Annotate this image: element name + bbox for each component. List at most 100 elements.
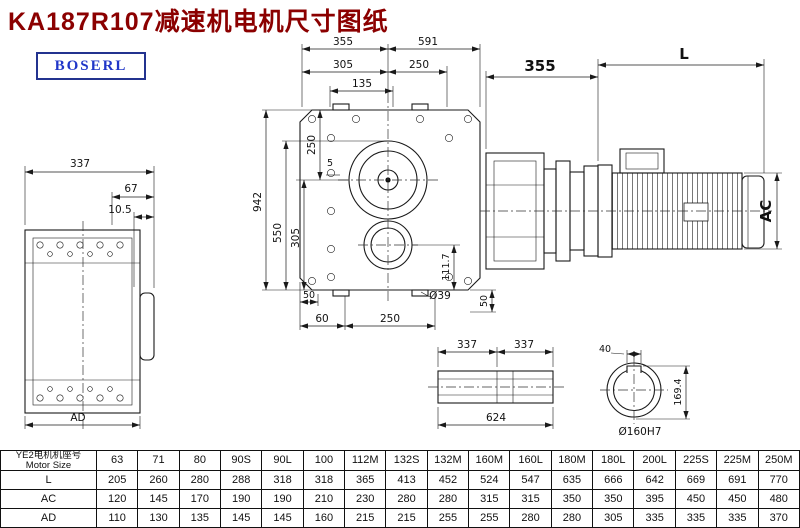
dim-main-305-left: 305 <box>290 228 302 248</box>
dim-value-cell: 642 <box>633 470 676 490</box>
dim-shaft-337-b: 337 <box>514 339 534 351</box>
dim-value-cell: 280 <box>550 508 594 528</box>
motor-size-column: 71 <box>137 450 180 471</box>
boserl-logo-text: BOSERL <box>54 57 128 74</box>
dim-right-355: 355 <box>524 57 555 75</box>
left-view: 337 67 10.5 AD <box>24 158 155 431</box>
motor-size-column: 132M <box>426 450 470 471</box>
motor-size-column: 112M <box>344 450 387 471</box>
dim-main-250-left: 250 <box>306 135 318 155</box>
dim-value-cell: 280 <box>385 489 428 509</box>
dim-value-cell: 350 <box>592 489 635 509</box>
motor-size-column: 180L <box>592 450 635 471</box>
dim-main-5: 5 <box>327 158 333 169</box>
right-side-view: 355 L AC <box>480 45 782 270</box>
motor-size-column: 90S <box>220 450 263 471</box>
dim-value-cell: 205 <box>95 470 139 490</box>
dim-main-135: 135 <box>352 78 372 90</box>
dim-main-591: 591 <box>418 36 438 48</box>
dim-value-cell: 260 <box>137 470 180 490</box>
dim-value-cell: 547 <box>509 470 552 490</box>
motor-size-column: 160L <box>509 450 552 471</box>
dim-left-ad: AD <box>70 412 85 424</box>
dim-value-cell: 280 <box>178 470 222 490</box>
dim-value-cell: 280 <box>509 508 552 528</box>
dim-value-cell: 350 <box>550 489 594 509</box>
motor-size-column: 180M <box>550 450 594 471</box>
dim-value-cell: 395 <box>633 489 676 509</box>
dim-value-cell: 255 <box>426 508 470 528</box>
dim-value-cell: 210 <box>302 489 346 509</box>
dim-value-cell: 305 <box>592 508 635 528</box>
dim-row-label: AD <box>0 508 97 528</box>
dim-value-cell: 190 <box>261 489 304 509</box>
dim-right-ac: AC <box>757 200 775 223</box>
dim-value-cell: 145 <box>261 508 304 528</box>
motor-size-column: 225M <box>716 450 759 471</box>
dim-shaft-624: 624 <box>486 412 506 424</box>
dim-value-cell: 335 <box>633 508 676 528</box>
dim-main-250-bottom: 250 <box>380 313 400 325</box>
dim-value-cell: 280 <box>426 489 470 509</box>
dim-value-cell: 145 <box>137 489 180 509</box>
dim-value-cell: 318 <box>261 470 304 490</box>
dim-main-942: 942 <box>252 192 264 212</box>
dim-left-67: 67 <box>124 183 137 195</box>
dim-value-cell: 452 <box>426 470 470 490</box>
dim-value-cell: 770 <box>757 470 800 490</box>
motor-size-column: 225S <box>674 450 718 471</box>
motor-size-column: 100 <box>302 450 346 471</box>
dim-value-cell: 315 <box>509 489 552 509</box>
dim-value-cell: 524 <box>468 470 511 490</box>
page-title: KA187R107减速机电机尺寸图纸 <box>8 8 389 36</box>
dim-value-cell: 450 <box>674 489 718 509</box>
motor-size-column: 250M <box>757 450 800 471</box>
dim-value-cell: 413 <box>385 470 428 490</box>
dim-value-cell: 669 <box>674 470 718 490</box>
dim-main-60: 60 <box>315 313 328 325</box>
dim-value-cell: 635 <box>550 470 594 490</box>
dim-main-dia39: Ø39 <box>429 290 451 302</box>
dim-bore-169-4: 169.4 <box>673 378 684 405</box>
dim-value-cell: 160 <box>302 508 346 528</box>
motor-nameplate <box>683 202 709 222</box>
dim-right-l: L <box>679 45 689 63</box>
motor-size-column: 200L <box>633 450 676 471</box>
dim-main-250-top: 250 <box>409 59 429 71</box>
dim-main-50-right: 50 <box>479 295 490 307</box>
dim-value-cell: 370 <box>757 508 800 528</box>
shaft-bore-section: 40 169.4 Ø160H7 <box>599 344 690 438</box>
dim-value-cell: 120 <box>95 489 139 509</box>
dim-value-cell: 480 <box>757 489 800 509</box>
motor-size-header-en: Motor Size <box>25 459 72 471</box>
dim-row-label: AC <box>0 489 97 509</box>
dim-value-cell: 170 <box>178 489 222 509</box>
dim-value-cell: 110 <box>95 508 139 528</box>
motor-size-column: 90L <box>261 450 304 471</box>
dim-value-cell: 666 <box>592 470 635 490</box>
motor-size-column: 80 <box>178 450 222 471</box>
dim-value-cell: 335 <box>716 508 759 528</box>
dim-main-305: 305 <box>333 59 353 71</box>
motor-size-column: 160M <box>468 450 511 471</box>
dim-value-cell: 135 <box>178 508 222 528</box>
dim-value-cell: 190 <box>220 489 263 509</box>
dim-value-cell: 365 <box>344 470 387 490</box>
dim-value-cell: 215 <box>385 508 428 528</box>
dim-value-cell: 691 <box>716 470 759 490</box>
dim-value-cell: 288 <box>220 470 263 490</box>
dim-shaft-337-a: 337 <box>457 339 477 351</box>
dim-value-cell: 130 <box>137 508 180 528</box>
dim-left-337: 337 <box>70 158 90 170</box>
dim-value-cell: 318 <box>302 470 346 490</box>
dim-value-cell: 230 <box>344 489 387 509</box>
dim-main-50-left: 50 <box>303 290 315 301</box>
